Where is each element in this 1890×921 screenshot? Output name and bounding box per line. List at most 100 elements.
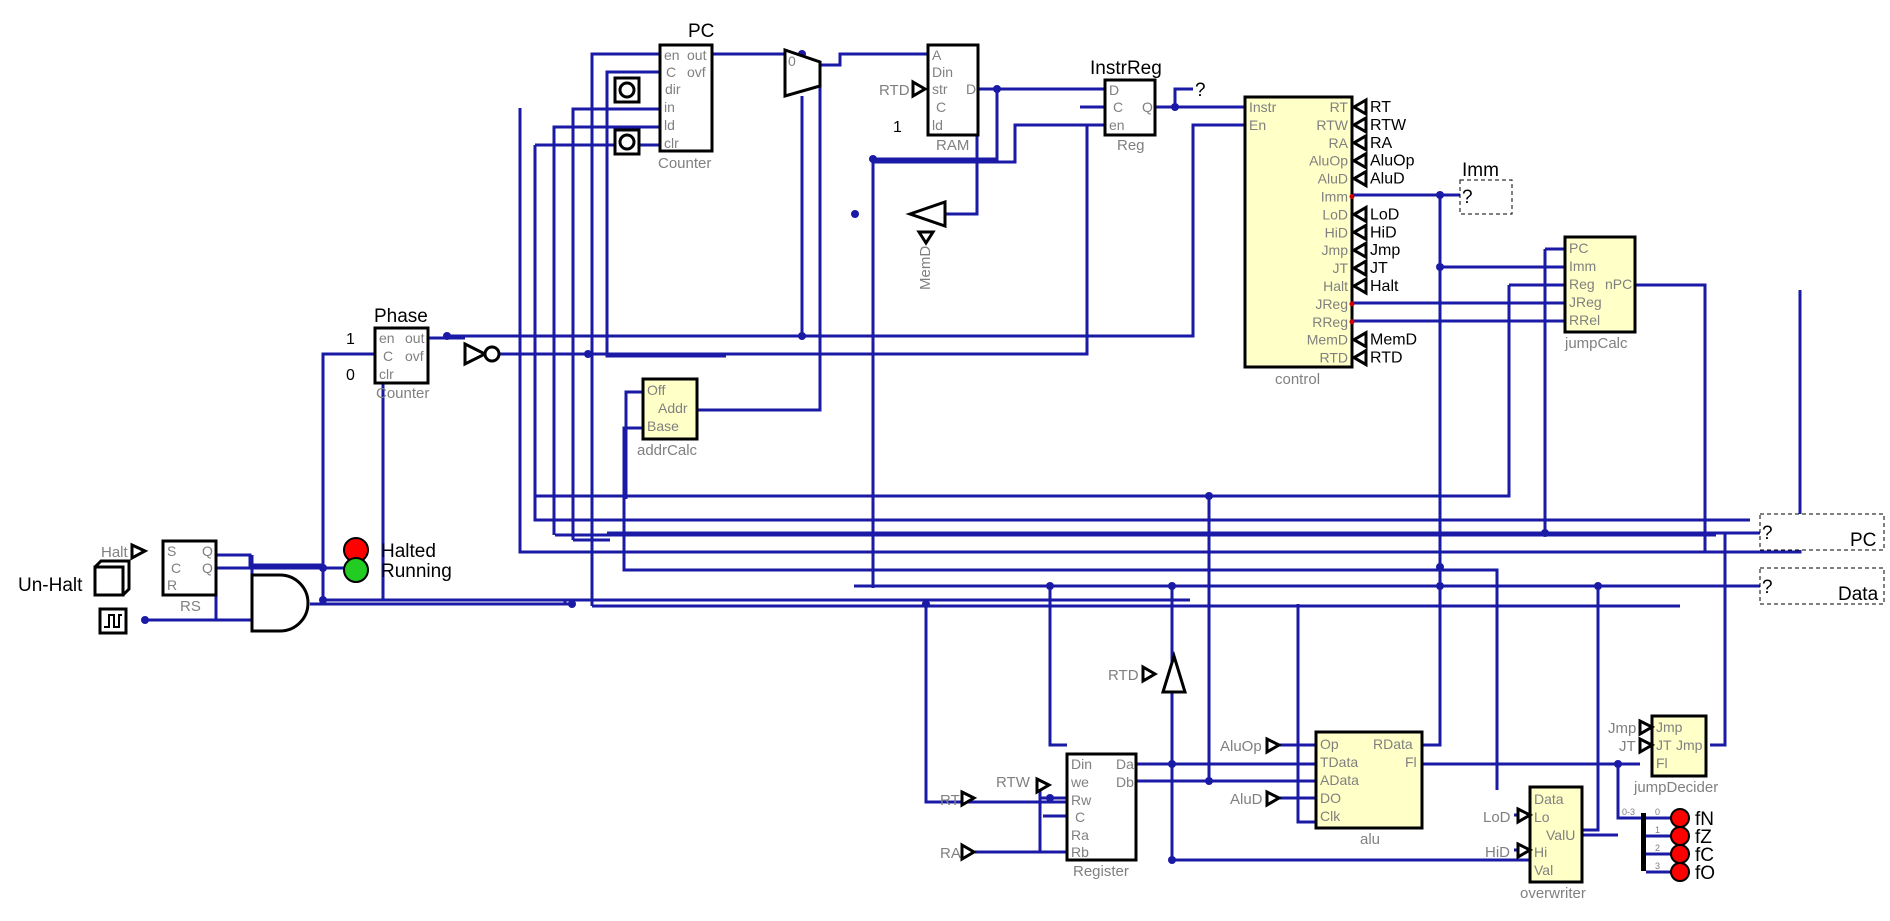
pc-type: Counter — [658, 155, 711, 172]
phase-const-en: 1 — [346, 331, 355, 348]
instr-reg[interactable]: InstrReg D C en Q Reg ? — [1090, 58, 1206, 154]
flag-label-fc: fC — [1695, 845, 1714, 866]
jumpdecider[interactable]: Jmp JT Fl Jmp jumpDecider Jmp JT — [1608, 714, 1718, 796]
alu-in-op: Op — [1320, 736, 1339, 752]
register-in-rw: Rw — [1071, 792, 1092, 808]
rs-halt-tunnel: Halt — [101, 544, 129, 561]
flag-bit-label: 0 — [1655, 807, 1660, 817]
imm-value: ? — [1462, 187, 1473, 208]
rs-flipflop[interactable]: S C R Q Q RS Halt — [101, 539, 218, 615]
pc-pin-in: in — [664, 99, 675, 115]
rs-name: RS — [180, 598, 201, 615]
ram-pin-d: D — [966, 81, 976, 97]
jumpdecider-out-jmp: Jmp — [1676, 737, 1703, 753]
control-tunnel-memd: MemD — [1370, 332, 1417, 349]
tunnel-icon — [1351, 133, 1368, 153]
overwriter-tunnel-lod: LoD — [1483, 809, 1511, 826]
alu-in-do: DO — [1320, 790, 1341, 806]
jumpcalc-name: jumpCalc — [1564, 335, 1628, 352]
alu-tunnel-aluop: AluOp — [1220, 738, 1262, 755]
alu[interactable]: Op TData AData DO Clk RData Fl alu AluOp… — [1220, 730, 1424, 848]
overwriter-in-lo: Lo — [1534, 809, 1550, 825]
address-mux[interactable]: 0 — [783, 47, 822, 98]
phase-counter[interactable]: Phase en C clr out ovf Counter 1 0 — [346, 306, 430, 402]
overwriter-in-hi: Hi — [1534, 844, 1547, 860]
running-label: Running — [381, 561, 452, 582]
pc-counter[interactable]: PC en C dir in ld clr out ovf Counter — [613, 21, 714, 172]
jumpcalc[interactable]: PC Imm Reg JReg RRel nPC jumpCalc — [1563, 235, 1637, 352]
register-file[interactable]: Din we Rw C Ra Rb Da Db Register RTW RT … — [940, 752, 1138, 880]
clock-source[interactable] — [98, 607, 128, 635]
ram-pin-a: A — [932, 47, 942, 63]
register-out-da: Da — [1116, 756, 1134, 772]
phase-const-clr: 0 — [346, 367, 355, 384]
control-out-hid: HiD — [1325, 224, 1348, 240]
flag-led-fz — [1670, 826, 1690, 846]
control-tunnel-rtw: RTW — [1370, 117, 1407, 134]
addrcalc-in-off: Off — [647, 382, 666, 398]
control-name: control — [1275, 371, 1320, 388]
jumpdecider-name: jumpDecider — [1633, 779, 1718, 796]
control-tunnel-lod: LoD — [1370, 206, 1399, 223]
ram-pin-str: str — [932, 81, 948, 97]
register-in-we: we — [1070, 774, 1089, 790]
jumpdecider-tunnel-jt: JT — [1619, 738, 1636, 755]
pc-probe-value: ? — [1762, 523, 1773, 544]
phase-pin-ovf: ovf — [405, 348, 424, 364]
phase-pin-en: en — [379, 330, 395, 346]
button-icon — [618, 81, 636, 99]
overwriter-out-valu: ValU — [1546, 827, 1575, 843]
tunnel-icon — [1351, 168, 1368, 189]
instrreg-pin-en: en — [1109, 117, 1125, 133]
control-tunnel-alud: AluD — [1370, 171, 1405, 188]
unhalt-label: Un-Halt — [18, 575, 83, 596]
imm-probe: Imm ? — [1459, 160, 1513, 215]
rtd-label: RTD — [1108, 667, 1139, 684]
instrreg-title: InstrReg — [1090, 58, 1162, 79]
overwriter-in-data: Data — [1534, 791, 1564, 807]
register-in-din: Din — [1071, 756, 1092, 772]
phase-pin-clr: clr — [379, 366, 394, 382]
ram-type: RAM — [936, 137, 969, 154]
and-gate — [250, 573, 310, 633]
pc-pin-c: C — [666, 64, 676, 80]
rs-pin-q: Q — [202, 543, 213, 559]
pc-pin-clr: clr — [664, 135, 679, 151]
alu-in-adata: AData — [1320, 772, 1359, 788]
pc-probe-label: PC — [1850, 530, 1876, 551]
flag-led-fn — [1670, 808, 1690, 828]
pc-pin-out: out — [687, 47, 707, 63]
tunnel-icon — [1351, 258, 1368, 278]
button-icon — [618, 133, 636, 151]
alu-tunnel-alud: AluD — [1230, 791, 1263, 808]
addrcalc-in-base: Base — [647, 418, 679, 434]
control-tunnel-ra: RA — [1370, 135, 1393, 152]
register-tunnel-ra: RA — [940, 845, 961, 862]
status-leds: Halted Running — [343, 537, 452, 583]
phase-type: Counter — [376, 385, 429, 402]
tunnel-icon — [1351, 276, 1368, 296]
jumpcalc-in-rrel: RRel — [1569, 312, 1600, 328]
overwriter[interactable]: Data Lo Hi Val ValU overwriter LoD HiD — [1483, 785, 1586, 902]
control-tunnel-jmp: Jmp — [1370, 242, 1400, 259]
control-in-en: En — [1249, 117, 1266, 133]
instrreg-pin-d: D — [1109, 82, 1119, 98]
addrcalc[interactable]: Off Base Addr addrCalc — [637, 377, 699, 459]
junctions — [141, 50, 1622, 864]
ram-pin-c: C — [936, 99, 946, 115]
control-tunnel-jt: JT — [1370, 260, 1388, 277]
ram-ld-const: 1 — [893, 119, 902, 136]
control-in-instr: Instr — [1249, 99, 1277, 115]
tunnel-icon — [1351, 240, 1368, 260]
control-out-memd: MemD — [1307, 332, 1348, 348]
phase-pin-out: out — [405, 330, 425, 346]
instrreg-pin-q: Q — [1142, 99, 1153, 115]
alu-name: alu — [1360, 831, 1380, 848]
output-pin — [1349, 194, 1355, 199]
unhalt-button[interactable]: Un-Halt — [18, 559, 131, 597]
ram[interactable]: A Din str C ld D RAM RTD 1 — [879, 43, 980, 154]
jumpcalc-out-npc: nPC — [1605, 276, 1632, 292]
pc-title: PC — [688, 21, 714, 42]
overwriter-in-val: Val — [1534, 862, 1553, 878]
